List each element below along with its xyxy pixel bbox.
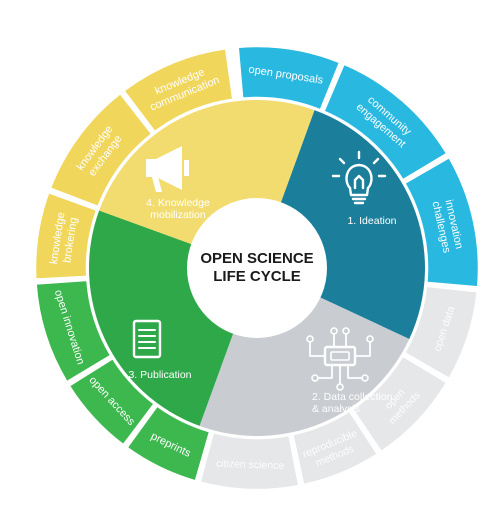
stage-label-line: 1. Ideation — [347, 215, 396, 227]
outer-label-line: citizen science — [216, 458, 285, 472]
outer-segment-reproducible-methods — [290, 408, 380, 487]
stage-label-line: mobilization — [150, 209, 206, 221]
outer-segment-open-innovation — [34, 278, 113, 385]
outer-segment-innovation-challenges — [402, 155, 481, 289]
center-hub: OPEN SCIENCE LIFE CYCLE — [187, 198, 327, 338]
megaphone-icon — [146, 146, 189, 192]
stage-label-line: & analysis — [312, 403, 360, 415]
center-circle — [187, 198, 327, 338]
stage-label-line: 3. Publication — [128, 369, 191, 381]
outer-segment-knowledge-communication — [121, 46, 235, 134]
outer-segment-open-data — [402, 284, 480, 381]
outer-segment-preprints — [124, 403, 212, 483]
outer-segment-community-engagement — [321, 62, 450, 183]
stage-label-data: 2. Data collection& analysis — [312, 391, 393, 415]
center-title-line1: OPEN SCIENCE — [200, 250, 313, 267]
outer-segment-open-access — [67, 356, 157, 448]
stage-label-line: 2. Data collection — [312, 391, 393, 403]
stage-label-ideation: 1. Ideation — [347, 215, 396, 227]
center-title-line2: LIFE CYCLE — [213, 268, 301, 285]
outer-ring — [33, 44, 481, 492]
circuit-chip-icon — [306, 327, 374, 391]
outer-segment-open-methods — [350, 353, 450, 454]
stage-label-line: 4. Knowledge — [146, 197, 210, 209]
outer-label-citizen-science: citizen science — [216, 458, 285, 472]
outer-segment-knowledge-brokering — [33, 190, 99, 281]
stage-label-publication: 3. Publication — [128, 369, 191, 381]
lightbulb-icon — [331, 150, 387, 205]
outer-segment-knowledge-exchange — [48, 91, 155, 209]
outer-segment-citizen-science — [198, 430, 301, 492]
document-icon — [132, 319, 162, 359]
stage-icons — [132, 146, 387, 391]
outer-segment-open-proposals — [236, 44, 342, 113]
